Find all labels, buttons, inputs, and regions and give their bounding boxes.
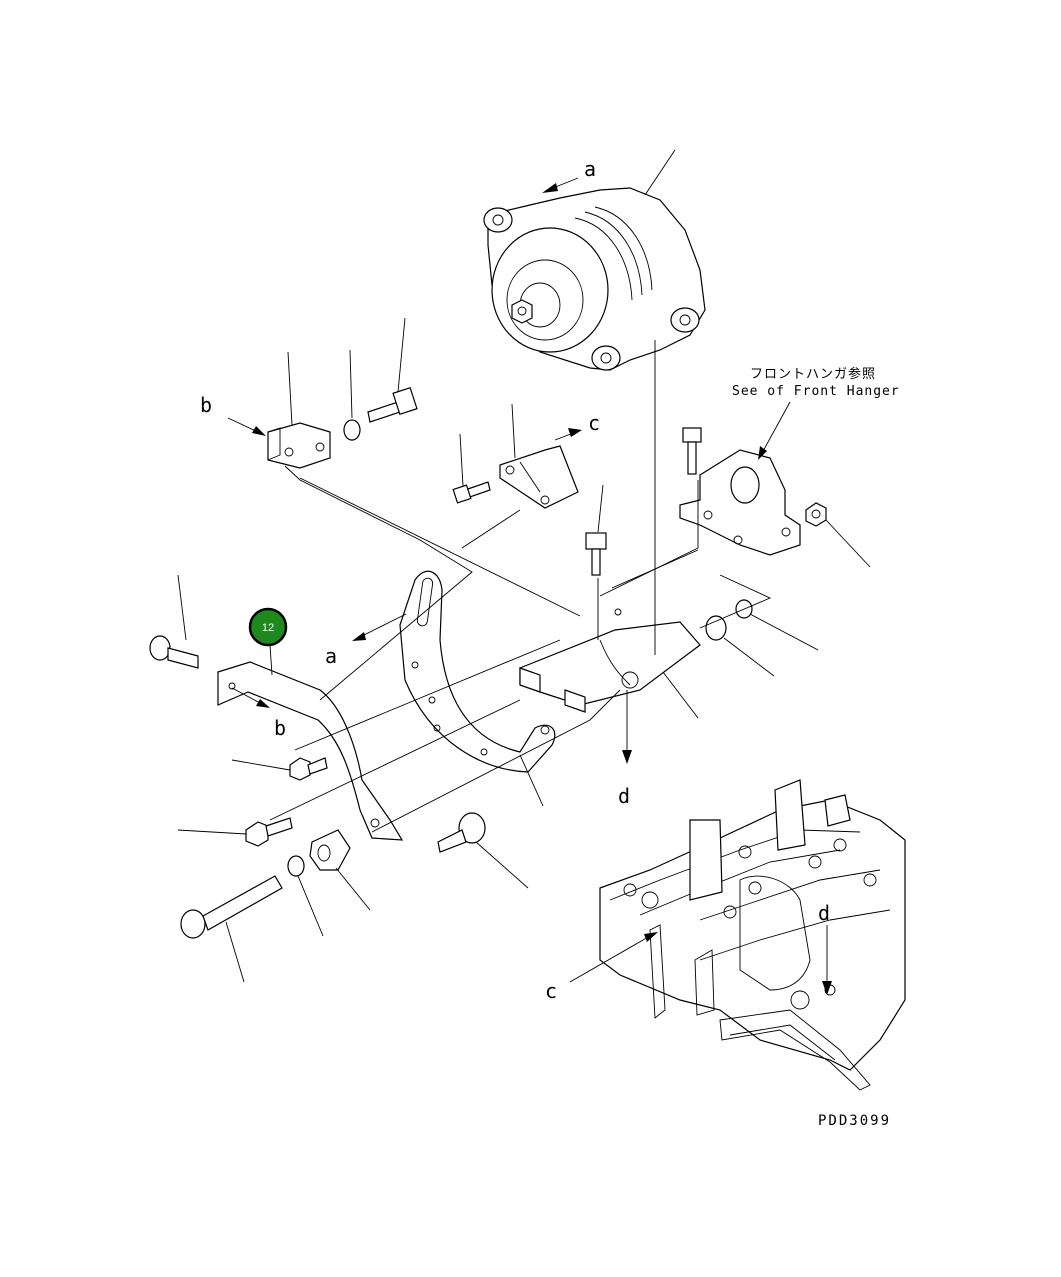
bolt[interactable] xyxy=(682,427,702,475)
bolt[interactable] xyxy=(452,481,491,504)
ref-label-c-top: c xyxy=(588,411,600,435)
bolt[interactable] xyxy=(437,812,486,853)
stay-bracket[interactable] xyxy=(217,661,404,841)
washer[interactable] xyxy=(287,855,305,877)
ref-label-a-left: a xyxy=(325,644,337,668)
ref-label-d-bottom: d xyxy=(818,901,830,925)
spacer-block[interactable] xyxy=(309,829,351,871)
ref-label-c-bottom: c xyxy=(545,979,557,1003)
drawing-code: PDD3099 xyxy=(818,1113,891,1129)
small-bracket-top[interactable] xyxy=(267,422,331,469)
note-english: See of Front Hanger xyxy=(732,384,900,399)
main-bracket[interactable] xyxy=(519,608,701,713)
note-japanese: フロントハンガ参照 xyxy=(750,366,876,382)
ref-label-d-middle: d xyxy=(618,784,630,808)
ref-label-b-left: b xyxy=(274,716,286,740)
bolt[interactable] xyxy=(585,532,607,576)
cylinder-head[interactable] xyxy=(599,779,906,1091)
washer[interactable] xyxy=(343,419,361,441)
long-bolt[interactable] xyxy=(180,875,283,939)
bolt[interactable] xyxy=(149,635,199,669)
front-hanger[interactable] xyxy=(679,449,801,556)
spacer[interactable] xyxy=(705,615,727,641)
callout-number: 12 xyxy=(262,622,274,634)
bolt[interactable] xyxy=(289,757,328,781)
bolt[interactable] xyxy=(367,387,418,423)
bolt[interactable] xyxy=(245,817,293,847)
ref-label-b-top: b xyxy=(200,393,212,417)
curved-slotted-bracket[interactable] xyxy=(399,570,556,773)
alternator[interactable] xyxy=(483,187,706,371)
callout-badge-12[interactable]: 12 xyxy=(248,607,288,647)
nut[interactable] xyxy=(805,502,827,527)
bracket-c-top[interactable] xyxy=(499,445,579,509)
ref-label-a-top: a xyxy=(584,157,596,181)
